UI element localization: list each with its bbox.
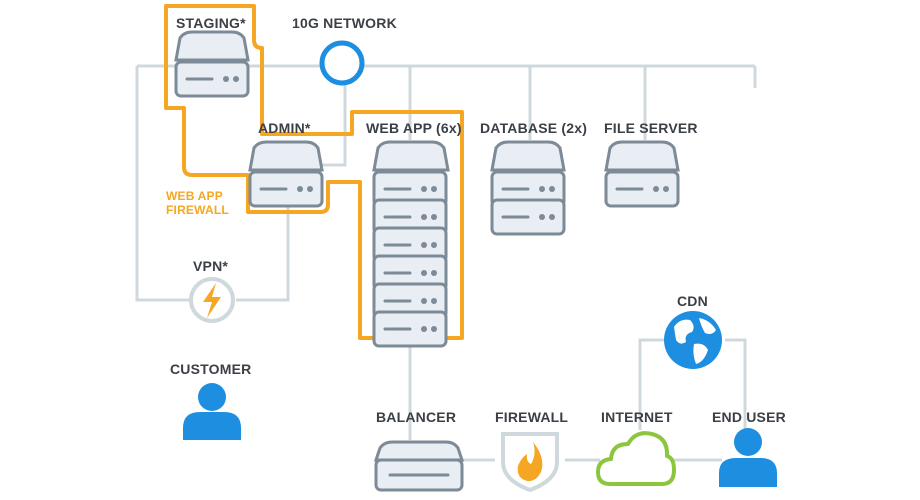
firewall-shield-icon bbox=[501, 432, 559, 493]
network-label: 10G NETWORK bbox=[292, 15, 397, 31]
waf-label-line2: FIREWALL bbox=[166, 203, 229, 217]
cdn-enduser-line bbox=[725, 338, 747, 430]
connector-lines bbox=[135, 64, 757, 462]
staging-label: STAGING* bbox=[176, 15, 246, 31]
end-user-icon bbox=[719, 428, 777, 487]
internet-cloud-icon bbox=[596, 431, 676, 486]
cdn-globe-icon bbox=[664, 311, 722, 369]
balancer-server bbox=[373, 440, 465, 492]
internet-label: INTERNET bbox=[601, 409, 673, 425]
admin-server bbox=[248, 140, 324, 208]
database-server-stack bbox=[490, 140, 566, 236]
vpn-label: VPN* bbox=[193, 258, 229, 274]
staging-server bbox=[174, 30, 250, 98]
web-app-server-stack bbox=[372, 140, 450, 348]
database-label: DATABASE (2x) bbox=[480, 120, 588, 136]
webapp-label: WEB APP (6x) bbox=[366, 120, 462, 136]
vpn-right-line bbox=[236, 190, 290, 302]
network-hub-icon bbox=[319, 40, 365, 86]
vpn-lightning-icon bbox=[189, 277, 235, 323]
firewall-label: FIREWALL bbox=[495, 409, 569, 425]
enduser-label: END USER bbox=[712, 409, 786, 425]
balancer-label: BALANCER bbox=[376, 409, 457, 425]
network-admin-line bbox=[322, 66, 347, 167]
internet-cdn-line bbox=[638, 338, 665, 430]
cdn-label: CDN bbox=[677, 293, 708, 309]
file-server bbox=[604, 140, 680, 208]
customer-label: CUSTOMER bbox=[170, 361, 252, 377]
fileserver-label: FILE SERVER bbox=[604, 120, 698, 136]
waf-label-line1: WEB APP bbox=[166, 189, 223, 203]
web-app-firewall-outline bbox=[164, 4, 464, 340]
admin-label: ADMIN* bbox=[258, 120, 311, 136]
customer-user-icon bbox=[183, 383, 241, 440]
vpn-left-line bbox=[135, 66, 190, 302]
